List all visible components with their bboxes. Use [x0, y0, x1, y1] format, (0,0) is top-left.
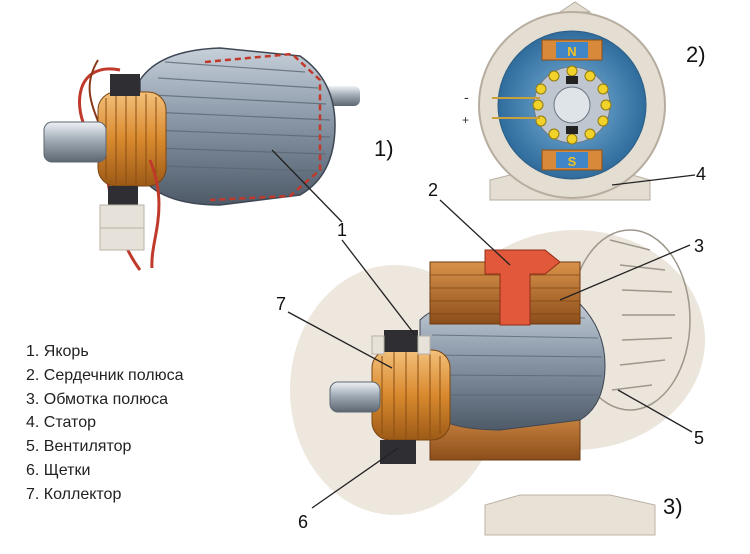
figure-2-label: 2) [686, 42, 706, 67]
legend-item: 7. Коллектор [26, 485, 122, 503]
legend-item: 3. Обмотка полюса [26, 390, 169, 408]
brush-bottom-3 [380, 440, 416, 464]
callout-2: 2 [428, 180, 438, 200]
callout-4: 4 [696, 164, 706, 184]
legend-item: 6. Щетки [26, 461, 91, 479]
callout-6: 6 [298, 512, 308, 532]
figure-3-label: 3) [663, 494, 683, 519]
brush-bottom-1 [108, 186, 138, 208]
figure-1-armature [43, 47, 360, 271]
figure-1-label: 1) [374, 136, 394, 161]
red-winding-outline [204, 52, 322, 202]
armature-core-1 [139, 47, 336, 206]
shaft-left [43, 121, 107, 163]
figure-3-assembled [290, 229, 705, 536]
figure-2-cross-section: N S - + [462, 1, 666, 201]
legend-item: 5. Вентилятор [26, 438, 132, 456]
terminal-minus-label: - [464, 89, 469, 105]
legend-item: 4. Статор [26, 414, 96, 432]
brush-mount-1 [99, 204, 145, 232]
brush-top-1 [110, 74, 140, 96]
callout-7: 7 [276, 294, 286, 314]
leader-lines [271, 149, 696, 509]
legend-item: 2. Сердечник полюса [26, 366, 184, 384]
terminal-plus-label: + [462, 113, 469, 127]
callout-5: 5 [694, 428, 704, 448]
brush-top-3 [384, 330, 418, 352]
pole-core [484, 249, 561, 326]
pole-s-label: S [568, 154, 577, 169]
pole-n-label: N [567, 44, 576, 59]
legend-list: 1. Якорь 2. Сердечник полюса 3. Обмотка … [26, 340, 183, 507]
shaft-3 [329, 381, 381, 413]
callout-1: 1 [337, 220, 347, 240]
stator-feet-3 [484, 494, 656, 536]
callout-3: 3 [694, 236, 704, 256]
legend-item: 1. Якорь [26, 343, 89, 360]
